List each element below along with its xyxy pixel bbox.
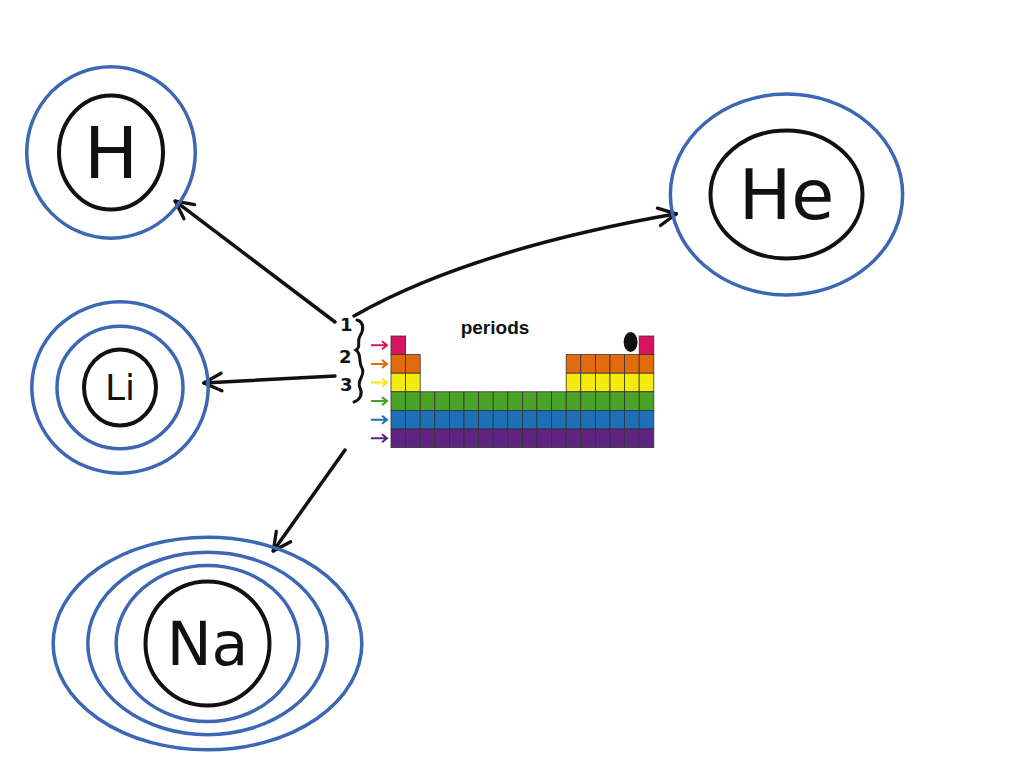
arrow [204,376,335,383]
period-bracket [354,320,363,402]
atom-circle: He [668,92,905,297]
element-symbol: He [739,160,835,230]
arrow [354,214,676,316]
periodic-table: periods [335,316,656,450]
period-number: 3 [340,376,353,394]
atom-circle: H [25,65,197,240]
atom-circle: Na [50,535,365,752]
table-title: periods [461,318,530,337]
element-symbol: H [84,117,138,189]
element-symbol: Na [167,614,249,674]
element-symbol: Li [105,370,135,406]
atom-circle: Li [30,300,210,475]
period-number: 1 [340,316,353,334]
period-number: 2 [339,348,352,366]
arrow [175,201,335,322]
arrow [273,450,345,551]
